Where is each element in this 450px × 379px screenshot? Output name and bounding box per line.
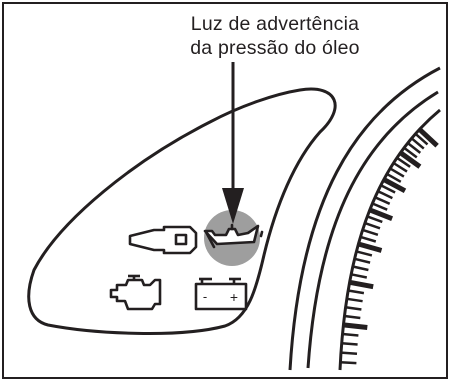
callout-line-1: Luz de advertência (190, 13, 360, 35)
callout-line-2: da pressão do óleo (190, 37, 360, 59)
gauge-scale-tick (368, 207, 394, 222)
callout-label: Luz de advertência da pressão do óleo (150, 12, 400, 60)
gauge-scale-tick (389, 167, 405, 178)
gauge-scale-tick (374, 196, 391, 205)
gauge-scale-tick (347, 289, 365, 295)
gauge-scale-tick (382, 177, 407, 194)
gauge-scale-tick (410, 137, 425, 150)
gauge-scale-tick (377, 190, 393, 200)
battery-icon: - + (194, 277, 248, 311)
gauge-scale-tick (371, 202, 388, 211)
battery-positive-terminal: + (230, 289, 238, 305)
key-icon (128, 225, 198, 255)
gauge-scale-tick (349, 279, 374, 290)
gauge-scale-tick (342, 332, 359, 337)
gauge-rim-inner (306, 90, 439, 369)
gauge-scale-tick (403, 146, 418, 159)
gauge-scale-tick (346, 297, 363, 303)
gauge-scale-tick (362, 228, 379, 236)
engine-icon (109, 274, 162, 311)
gauge-scale-tick (340, 351, 358, 355)
oil-can-icon (203, 223, 264, 249)
gauge-scale-tick (340, 361, 357, 365)
gauge-scale-tick (380, 184, 396, 194)
gauge-scale-baseline (338, 108, 441, 371)
gauge-scale-ticks (340, 127, 439, 365)
gauge-scale-tick (392, 161, 408, 173)
gauge-scale-tick (414, 132, 429, 146)
gauge-scale-tick (398, 150, 422, 169)
gauge-scale-tick (360, 235, 377, 243)
gauge-scale-tick (344, 314, 361, 320)
gauge-scale-tick (406, 142, 422, 154)
gauge-scale-tick (341, 341, 358, 346)
gauge-scale-tick (354, 257, 371, 264)
gauge-scale-tick (352, 265, 369, 272)
battery-negative-terminal: - (203, 289, 207, 304)
gauge-scale-tick (386, 172, 402, 183)
gauge-scale-tick (345, 306, 362, 311)
gauge-scale-tick (356, 250, 373, 257)
gauge-scale-tick (343, 322, 368, 330)
gauge-rim-outer (288, 66, 441, 371)
gauge-scale-tick (357, 241, 383, 253)
gauge-scale-tick (364, 221, 381, 230)
gauge-scale-tick (396, 156, 411, 168)
gauge-scale-tick (366, 215, 383, 224)
indicator-panel-outline (27, 87, 337, 335)
gauge-scale-tick (350, 273, 368, 279)
pointer-arrow (222, 62, 244, 224)
gauge-scale-tick (417, 127, 439, 148)
